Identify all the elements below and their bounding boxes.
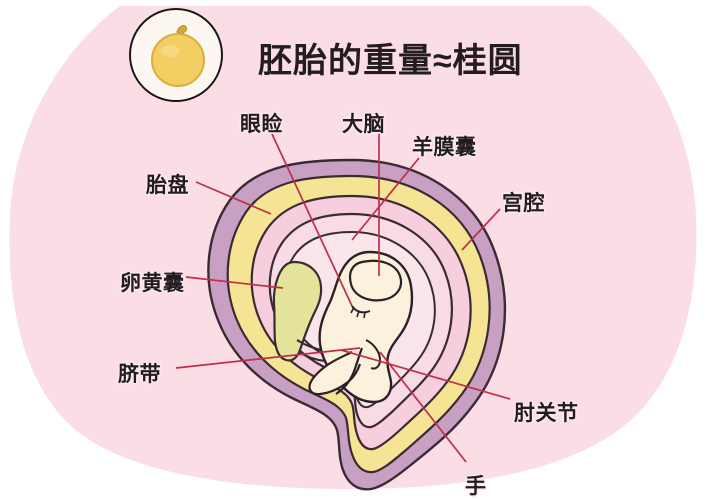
- eyelash-1: [350, 306, 355, 314]
- label-uterine-cavity: 宫腔: [502, 192, 545, 215]
- pointer-line-hand: [379, 351, 467, 463]
- yolk-sac-shape: [272, 260, 323, 362]
- eyelash-3: [363, 311, 366, 319]
- pointer-lines-group: [175, 133, 511, 463]
- pointer-line-elbow-joint: [340, 349, 511, 400]
- longan-fruit-badge: [129, 8, 223, 102]
- pointer-line-umbilical-cord: [175, 347, 361, 369]
- pointer-line-uterine-cavity: [461, 208, 501, 251]
- fetus-brain: [348, 259, 403, 302]
- label-amniotic-sac: 羊膜囊: [412, 136, 477, 159]
- pointer-line-amniotic-sac: [351, 157, 420, 241]
- page-title: 胚胎的重量≈桂圆: [258, 42, 523, 80]
- label-elbow-joint: 肘关节: [514, 402, 579, 425]
- label-brain: 大脑: [342, 113, 385, 136]
- pointer-line-placenta: [195, 181, 272, 215]
- label-umbilical-cord: 脐带: [118, 363, 161, 386]
- pointer-line-eyelid: [271, 133, 353, 307]
- pointer-line-yolk-sac: [185, 276, 284, 289]
- label-yolk-sac: 卵黄囊: [120, 272, 185, 295]
- fruit-stem: [176, 25, 188, 35]
- label-placenta: 胎盘: [146, 174, 189, 197]
- eyelash-2: [356, 310, 360, 318]
- label-hand: 手: [465, 475, 487, 498]
- fruit-highlight: [161, 45, 179, 57]
- longan-fruit-icon: [151, 25, 205, 87]
- fetus-leg: [335, 347, 364, 395]
- fetus-limb-bud: [365, 339, 382, 370]
- label-eyelid: 眼睑: [240, 113, 283, 136]
